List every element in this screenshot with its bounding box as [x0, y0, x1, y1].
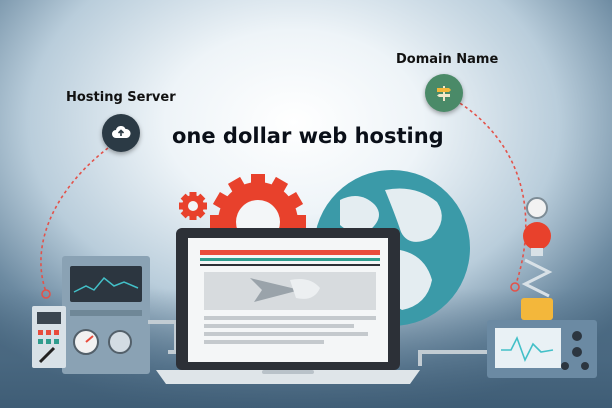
connector-right [454, 99, 527, 285]
domain-name-label: Domain Name [396, 52, 499, 67]
gear-large-icon [210, 174, 306, 270]
signpost-icon [437, 86, 451, 101]
connector-left-end [41, 289, 51, 299]
antenna-tower [521, 197, 553, 320]
cloud-upload-icon [112, 125, 131, 138]
hosting-server-label: Hosting Server [66, 90, 176, 105]
connector-right-end [510, 282, 520, 292]
monitor-console [487, 320, 597, 378]
control-panel [32, 306, 66, 368]
domain-name-badge [425, 74, 463, 112]
hosting-server-badge [102, 114, 140, 152]
gear-small-icon [179, 192, 207, 220]
server-rack [62, 256, 150, 374]
page-title: one dollar web hosting [172, 124, 444, 148]
laptop [156, 228, 420, 384]
